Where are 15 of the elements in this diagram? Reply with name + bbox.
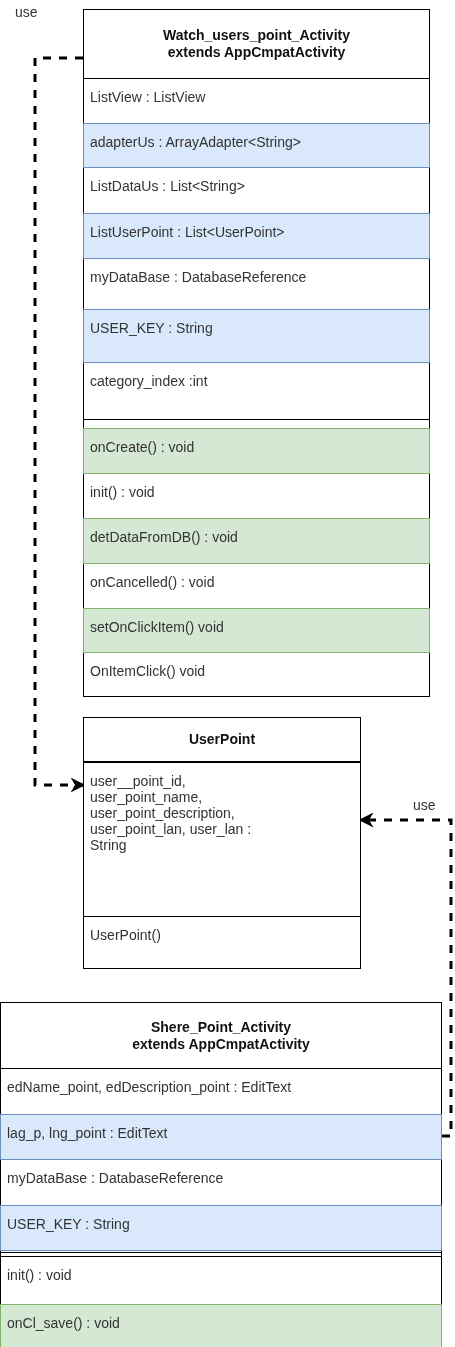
- class-box: [83, 9, 430, 697]
- class-name: Shere_Point_Activity extends AppCmpatActivity: [131, 1018, 311, 1053]
- class-name: UserPoint: [188, 731, 256, 748]
- attribute-row: USER_KEY : String: [0, 1205, 442, 1251]
- attribute-row: USER_KEY : String: [83, 309, 430, 363]
- attribute-row: lag_p, lng_point : EditText: [0, 1114, 442, 1160]
- method-row: setOnClickItem() void: [83, 608, 430, 653]
- method-row: onCl_save() : void: [0, 1304, 442, 1347]
- class-name: Watch_users_point_Activity extends AppCmpatActivity: [162, 27, 351, 61]
- method-row: onCreate() : void: [83, 428, 430, 474]
- attribute-row: adapterUs : ArrayAdapter<String>: [83, 123, 430, 168]
- attribute-row: ListUserPoint : List<UserPoint>: [83, 213, 430, 259]
- class-box: [0, 1002, 442, 1347]
- method-row: detDataFromDB() : void: [83, 518, 430, 564]
- class-box: [83, 717, 361, 969]
